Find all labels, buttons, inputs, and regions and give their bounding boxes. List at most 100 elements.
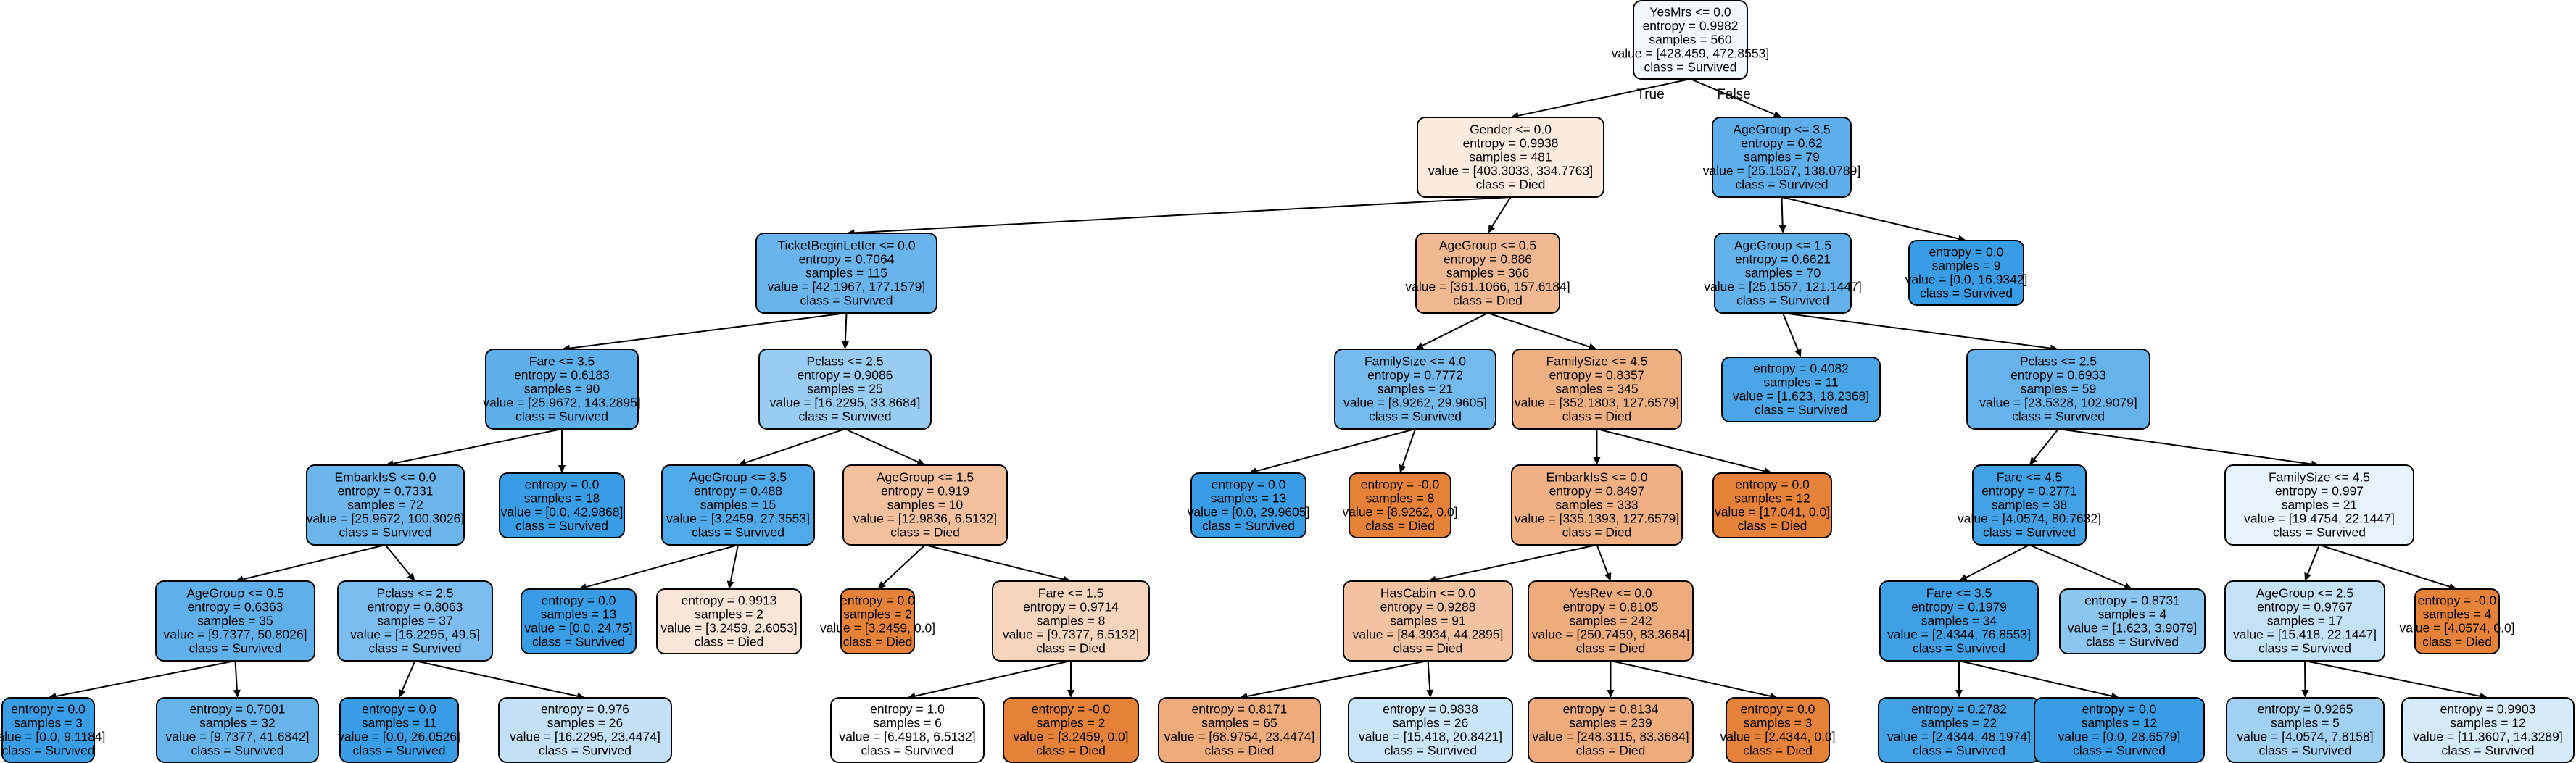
node-line: samples = 15	[700, 497, 776, 512]
tree-edge	[2058, 428, 2319, 468]
edge-arrowhead	[1959, 574, 1968, 581]
edge-arrowhead	[1399, 464, 1407, 473]
node-line: value = [42.1967, 177.1579]	[768, 279, 925, 293]
edge-arrowhead	[1607, 690, 1615, 698]
node-line: samples = 2	[843, 606, 912, 621]
node-line: class = Died	[1562, 409, 1632, 423]
node-line: entropy = 0.9265	[2258, 701, 2353, 716]
node-line: class = Died	[1036, 641, 1106, 655]
tree-edge	[1782, 312, 1802, 357]
edge-line	[1690, 78, 1775, 115]
edge-arrowhead	[1588, 343, 1597, 351]
node-line: entropy = 0.0	[542, 593, 616, 607]
node-line: entropy = 0.0	[1929, 244, 2004, 259]
edge-arrowhead	[1488, 225, 1496, 233]
node-box	[1714, 233, 1852, 314]
edge-line	[56, 660, 236, 697]
tree-edge	[2304, 660, 2488, 700]
tree-edge	[846, 196, 1511, 237]
tree-edge	[384, 544, 415, 581]
node-line: FamilySize <= 4.5	[1546, 354, 1647, 368]
node-box	[1908, 240, 2024, 306]
node-line: Pclass <= 2.5	[376, 585, 453, 600]
node-line: value = [0.0, 42.9868]	[501, 504, 624, 519]
node-box	[992, 580, 1150, 662]
node-line: samples = 6	[873, 715, 942, 730]
node-line: value = [4.0574, 80.7632]	[1958, 511, 2101, 525]
tree-edge	[1067, 661, 1074, 698]
edge-line	[2319, 544, 2450, 588]
node-line: entropy = 0.0	[11, 701, 86, 716]
node-line: value = [4.0574, 0.0]	[2399, 620, 2514, 635]
tree-edge	[1955, 661, 1963, 698]
node-box	[339, 697, 459, 763]
node-line: class = Died	[843, 634, 913, 649]
node-line: value = [8.9262, 0.0]	[1342, 504, 1457, 519]
edge-arrowhead	[1067, 690, 1074, 698]
node-line: class = Died	[2422, 634, 2492, 649]
node-line: value = [16.2295, 23.4474]	[510, 729, 660, 743]
node-line: samples = 35	[197, 613, 273, 628]
node-line: entropy = 0.2771	[1981, 483, 2077, 498]
edge-arrowhead	[1794, 348, 1802, 357]
node-line: class = Survived	[2273, 525, 2366, 539]
node-box	[1415, 233, 1560, 314]
node-box	[1003, 697, 1139, 763]
edge-line	[586, 544, 739, 588]
edge-arrowhead	[916, 458, 925, 466]
node-line: samples = 38	[1992, 497, 2068, 512]
node-line: value = [2.4344, 76.8553]	[1887, 627, 2031, 641]
node-line: value = [9.7377, 6.5132]	[1003, 627, 1139, 641]
tree-edge	[1778, 196, 1786, 233]
node-line: entropy = 0.9086	[798, 367, 893, 382]
node-line: value = [25.1557, 138.0789]	[1703, 163, 1860, 178]
node-line: entropy = 0.8063	[368, 599, 463, 614]
node-line: class = Survived	[1736, 293, 1829, 307]
node-line: AgeGroup <= 0.5	[1439, 238, 1536, 252]
node-line: class = Died	[1036, 743, 1106, 757]
node-box	[656, 588, 802, 654]
node-line: Fare <= 3.5	[529, 354, 595, 368]
node-line: Fare <= 4.5	[1997, 470, 2062, 484]
node-line: AgeGroup <= 1.5	[877, 470, 974, 484]
node-line: samples = 4	[2423, 606, 2492, 621]
node-line: value = [6.4918, 6.5132]	[839, 729, 975, 743]
node-line: entropy = 0.9288	[1380, 599, 1476, 614]
node-box	[485, 349, 639, 430]
node-line: YesMrs <= 0.0	[1649, 4, 1731, 19]
node-line: samples = 13	[1211, 491, 1287, 505]
node-line: entropy = 0.0	[1741, 701, 1815, 716]
node-line: samples = 11	[1763, 375, 1838, 389]
node-box	[1966, 349, 2150, 430]
node-line: samples = 12	[1734, 491, 1810, 505]
edge-line	[401, 660, 416, 691]
node-line: entropy = 0.8731	[2084, 593, 2180, 607]
edge-line	[2058, 428, 2312, 465]
edge-line	[1610, 660, 1771, 697]
node-line: entropy = 0.8134	[1563, 701, 1659, 716]
node-line: samples = 26	[547, 715, 624, 730]
node-line: value = [68.9754, 23.4474]	[1164, 729, 1315, 743]
node-line: samples = 34	[1921, 613, 1997, 628]
node-line: entropy = 0.9714	[1023, 599, 1119, 614]
node-line: samples = 366	[1446, 265, 1529, 280]
node-line: entropy = 0.1979	[1911, 599, 2007, 614]
node-line: class = Survived	[1913, 743, 2005, 757]
edge-arrowhead	[1778, 225, 1786, 233]
node-line: value = [19.4754, 22.1447]	[2244, 511, 2395, 525]
tree-edge	[845, 428, 925, 466]
tree-edge	[558, 429, 566, 473]
node-line: samples = 5	[2271, 715, 2340, 730]
node-line: class = Survived	[1920, 285, 2013, 300]
node-box	[2034, 697, 2205, 763]
node-box	[1417, 117, 1604, 198]
tree-edge	[924, 544, 1071, 583]
